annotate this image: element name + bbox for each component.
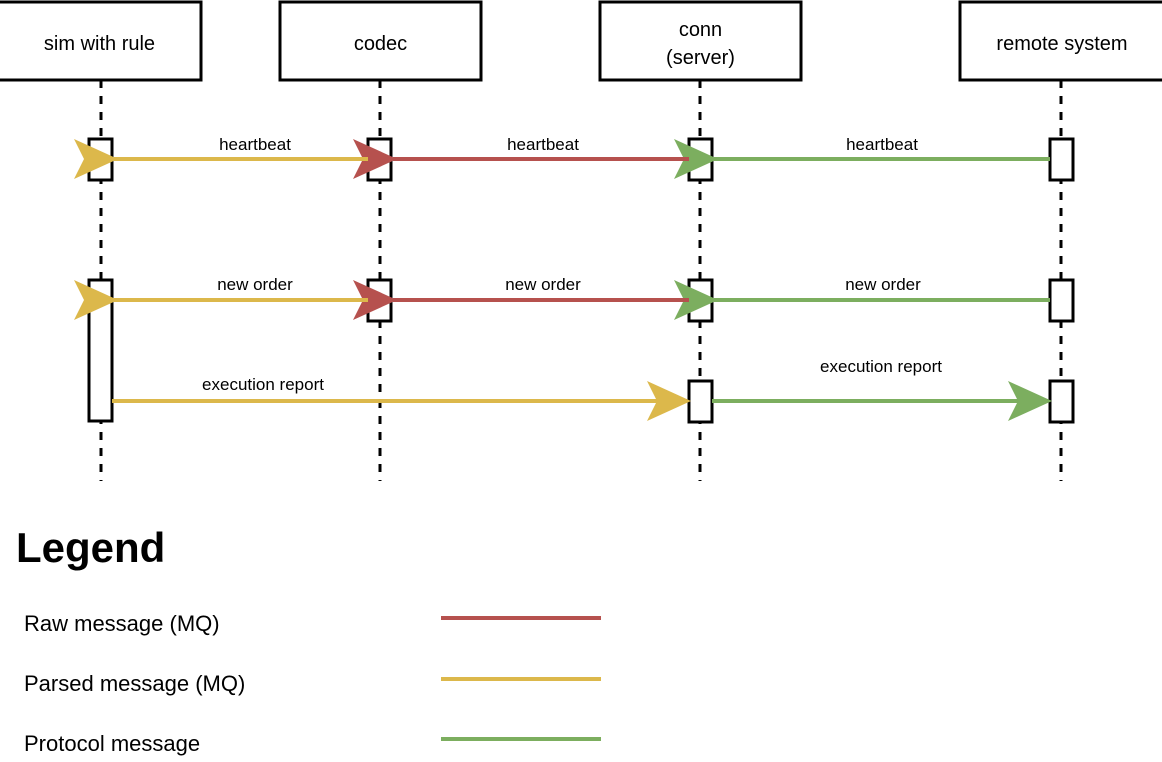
message-label-no-codec-sim: new order: [217, 275, 293, 294]
message-label-er-sim-conn: execution report: [202, 375, 324, 394]
messages-group: heartbeat heartbeat heartbeat new order new …: [74, 135, 1052, 421]
legend-label-1: Parsed message (MQ): [24, 671, 245, 696]
message-hb-codec-sim[interactable]: heartbeat: [74, 135, 368, 179]
message-label-hb-conn-codec: heartbeat: [507, 135, 579, 154]
message-er-conn-remote[interactable]: execution report: [712, 357, 1052, 421]
activation-bar-sim: [87, 137, 114, 182]
participant-label-remote: remote system: [996, 33, 1127, 55]
participant-box-sim: [0, 0, 203, 82]
message-label-er-conn-remote: execution report: [820, 357, 942, 376]
activation-bar-conn: [687, 379, 714, 424]
message-label-hb-remote-conn: heartbeat: [846, 135, 918, 154]
participants-group: sim with rule codec conn (server) remote sys…: [0, 0, 1162, 82]
participant-box-conn: [598, 0, 803, 82]
participant-box-codec: [278, 0, 483, 82]
activation-bar-remote: [1048, 278, 1075, 323]
legend-title: Legend: [16, 524, 165, 571]
participant-remote[interactable]: remote system: [958, 0, 1162, 82]
participant-label-conn: conn: [679, 19, 722, 41]
message-hb-remote-conn[interactable]: heartbeat: [674, 135, 1050, 179]
message-no-conn-codec[interactable]: new order: [353, 275, 689, 320]
participant-label-codec: codec: [354, 33, 407, 55]
activation-bar-remote: [1048, 137, 1075, 182]
participant-sublabel-conn: (server): [666, 47, 735, 69]
participant-sim[interactable]: sim with rule: [0, 0, 203, 82]
message-label-no-conn-codec: new order: [505, 275, 581, 294]
message-er-sim-conn[interactable]: execution report: [112, 375, 691, 421]
legend-item-2: Protocol message: [24, 731, 601, 756]
legend-label-2: Protocol message: [24, 731, 200, 756]
message-hb-conn-codec[interactable]: heartbeat: [353, 135, 689, 179]
activation-bar-codec: [366, 278, 393, 323]
legend-item-0: Raw message (MQ): [24, 611, 601, 636]
legend-label-0: Raw message (MQ): [24, 611, 220, 636]
participant-codec[interactable]: codec: [278, 0, 483, 82]
activation-bar-remote: [1048, 379, 1075, 424]
activation-bar-sim: [87, 278, 114, 423]
message-no-remote-conn[interactable]: new order: [674, 275, 1050, 320]
activation-bar-conn: [687, 137, 714, 182]
message-no-codec-sim[interactable]: new order: [74, 275, 368, 320]
legend-item-1: Parsed message (MQ): [24, 671, 601, 696]
activation-bar-codec: [366, 137, 393, 182]
participant-box-remote: [958, 0, 1162, 82]
message-label-no-remote-conn: new order: [845, 275, 921, 294]
participant-conn[interactable]: conn (server): [598, 0, 803, 82]
activation-bar-conn: [687, 278, 714, 323]
message-label-hb-codec-sim: heartbeat: [219, 135, 291, 154]
participant-label-sim: sim with rule: [44, 33, 155, 55]
